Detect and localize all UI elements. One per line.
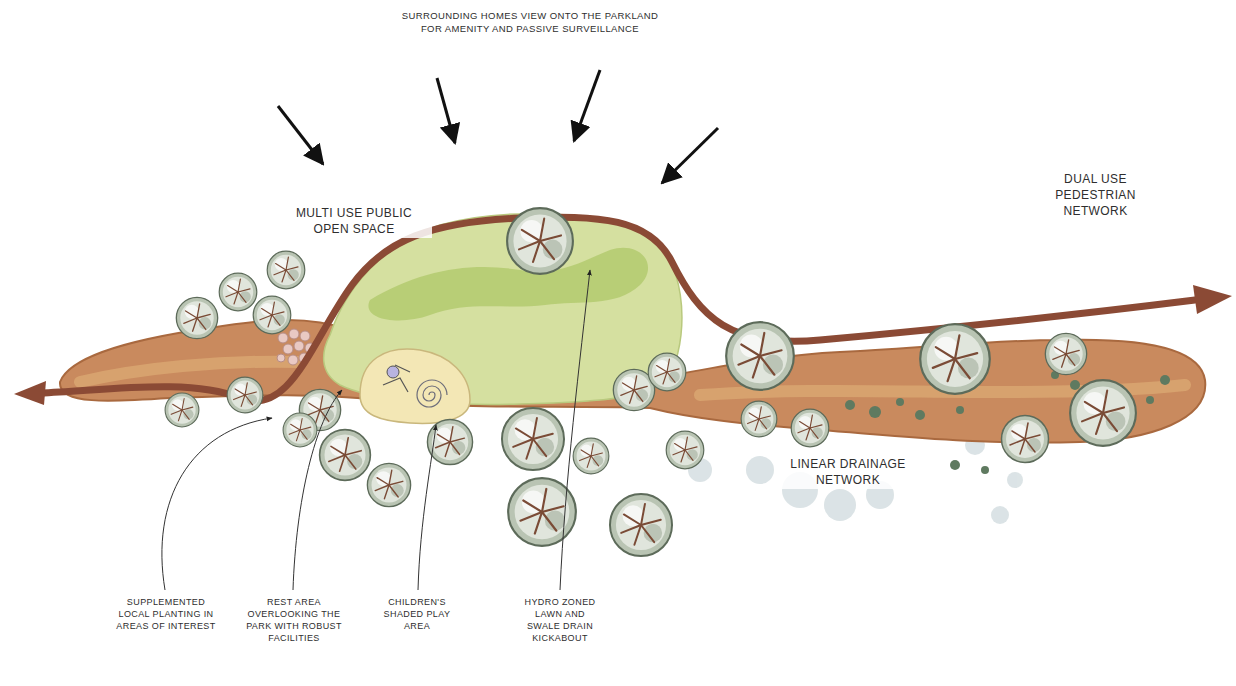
swale-lawn (368, 248, 648, 321)
tree-canopy (165, 208, 1136, 556)
annotation-label: DUAL USE PEDESTRIAN NETWORK (1030, 170, 1161, 221)
view-arrows (278, 70, 718, 183)
annotation-label: LINEAR DRAINAGE NETWORK (780, 455, 916, 489)
annotation-label: HYDRO ZONED LAWN AND SWALE DRAIN KICKABO… (520, 596, 600, 645)
shrub-wash (688, 435, 1023, 524)
annotation-label: MULTI USE PUBLIC OPEN SPACE (276, 204, 432, 238)
play-area (360, 349, 470, 423)
annotation-label: SURROUNDING HOMES VIEW ONTO THE PARKLAND… (390, 10, 670, 36)
leader-lines (162, 270, 590, 590)
annotation-label: CHILDREN'S SHADED PLAY AREA (376, 596, 458, 632)
annotation-label: REST AREA OVERLOOKING THE PARK WITH ROBU… (238, 596, 350, 645)
annotation-label: SUPPLEMENTED LOCAL PLANTING IN AREAS OF … (110, 596, 222, 632)
